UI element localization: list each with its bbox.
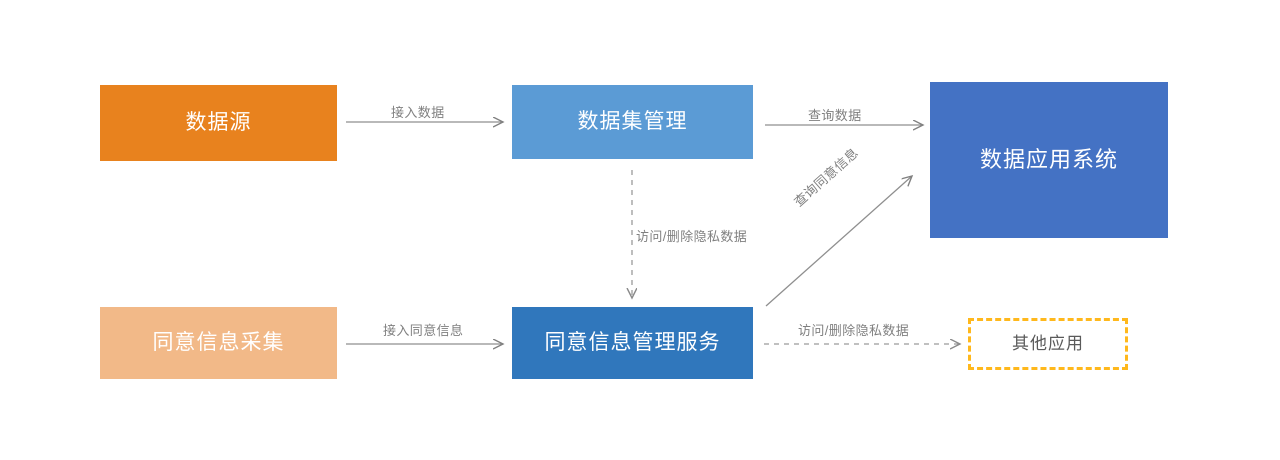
node-other-app-label: 其他应用: [1012, 333, 1084, 353]
edge-label-access-delete-1: 访问/删除隐私数据: [636, 229, 748, 244]
node-data-source[interactable]: 数据源: [100, 85, 337, 161]
node-other-app[interactable]: 其他应用: [968, 318, 1128, 370]
node-dataset-mgmt[interactable]: 数据集管理: [512, 85, 753, 159]
node-data-app-system-label: 数据应用系统: [979, 146, 1118, 172]
node-consent-collection-label: 同意信息采集: [152, 331, 285, 355]
node-dataset-mgmt-label: 数据集管理: [577, 110, 688, 134]
edge-label-ingest-data: 接入数据: [391, 105, 445, 120]
edge-label-access-delete-2: 访问/删除隐私数据: [798, 323, 910, 338]
edge-query-consent-line: [765, 176, 912, 307]
node-data-app-system[interactable]: 数据应用系统: [930, 82, 1168, 238]
node-consent-service[interactable]: 同意信息管理服务: [512, 307, 753, 379]
node-consent-service-label: 同意信息管理服务: [544, 331, 721, 355]
node-data-source-label: 数据源: [185, 111, 252, 135]
edge-label-query-data: 查询数据: [808, 108, 862, 123]
edge-label-ingest-consent: 接入同意信息: [383, 323, 464, 338]
node-consent-collection[interactable]: 同意信息采集: [100, 307, 337, 379]
